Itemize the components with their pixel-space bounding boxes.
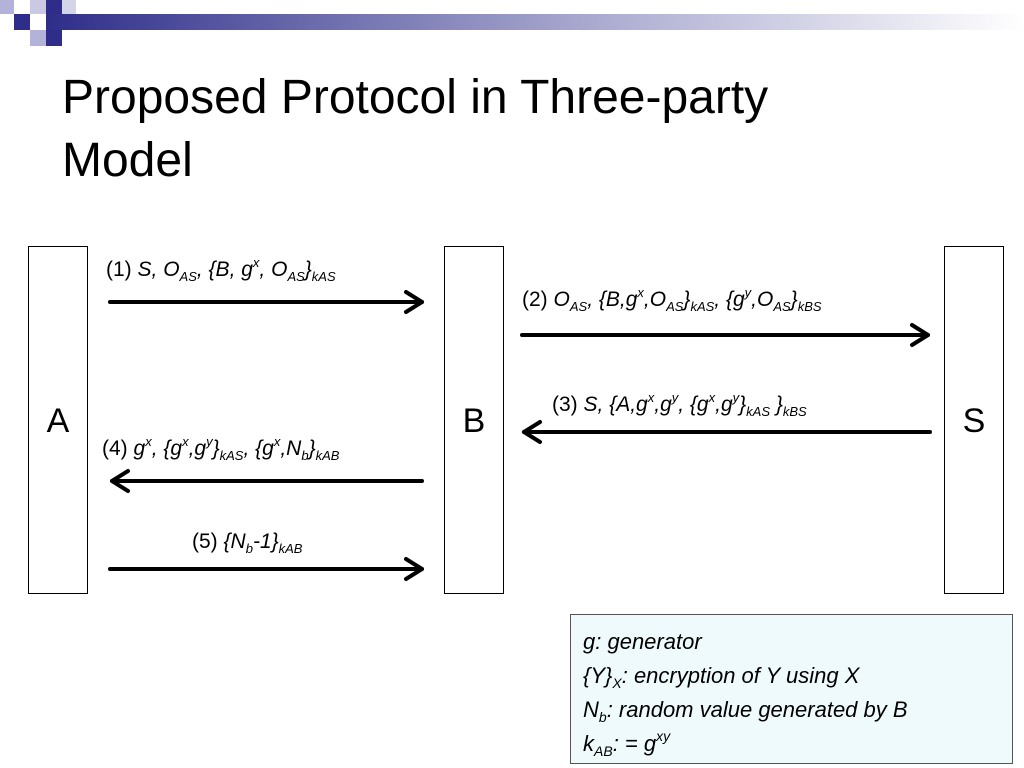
message-2-label: (2) OAS, {B,gx,OAS}kAS, {gy,OAS}kBS <box>522 285 822 314</box>
deco-square <box>62 0 76 14</box>
entity-s-label: S <box>962 402 986 440</box>
deco-square <box>30 30 46 46</box>
deco-square <box>0 0 14 14</box>
arrow-5-a-to-b <box>108 557 424 581</box>
message-3-label: (3) S, {A,gx,gy, {gx,gy}kAS }kBS <box>552 390 807 419</box>
message-1-label: (1) S, OAS, {B, gx, OAS}kAS <box>106 255 336 284</box>
legend-row-generator: g: generator <box>583 629 702 654</box>
title-line-1: Proposed Protocol in Three-party <box>62 71 769 124</box>
deco-square <box>14 14 30 30</box>
entity-b-label: B <box>462 402 486 440</box>
legend-box: g: generator {Y}X: encryption of Y using… <box>570 614 1013 764</box>
deco-square <box>30 0 46 14</box>
arrow-4-b-to-a <box>110 469 424 493</box>
message-4-label: (4) gx, {gx,gy}kAS, {gx,Nb}kAB <box>102 434 340 463</box>
slide-title: Proposed Protocol in Three-party Model <box>62 66 962 192</box>
deco-square <box>46 0 62 14</box>
legend-row-encryption: {Y}X: encryption of Y using X <box>583 663 860 691</box>
title-line-2: Model <box>62 134 193 187</box>
arrow-3-s-to-b <box>522 420 932 444</box>
header-decoration <box>0 0 1024 46</box>
message-5-label: (5) {Nb-1}kAB <box>192 530 303 556</box>
entity-a-label: A <box>46 402 70 440</box>
legend-row-nonce: Nb: random value generated by B <box>583 697 908 725</box>
arrow-1-a-to-b <box>108 290 424 314</box>
entity-b: B <box>444 246 504 594</box>
entity-s: S <box>944 246 1004 594</box>
header-bar <box>46 14 1024 30</box>
arrow-2-b-to-s <box>520 323 930 347</box>
legend-row-key: kAB: = gxy <box>583 728 671 759</box>
entity-a: A <box>28 246 88 594</box>
deco-square <box>46 30 62 46</box>
